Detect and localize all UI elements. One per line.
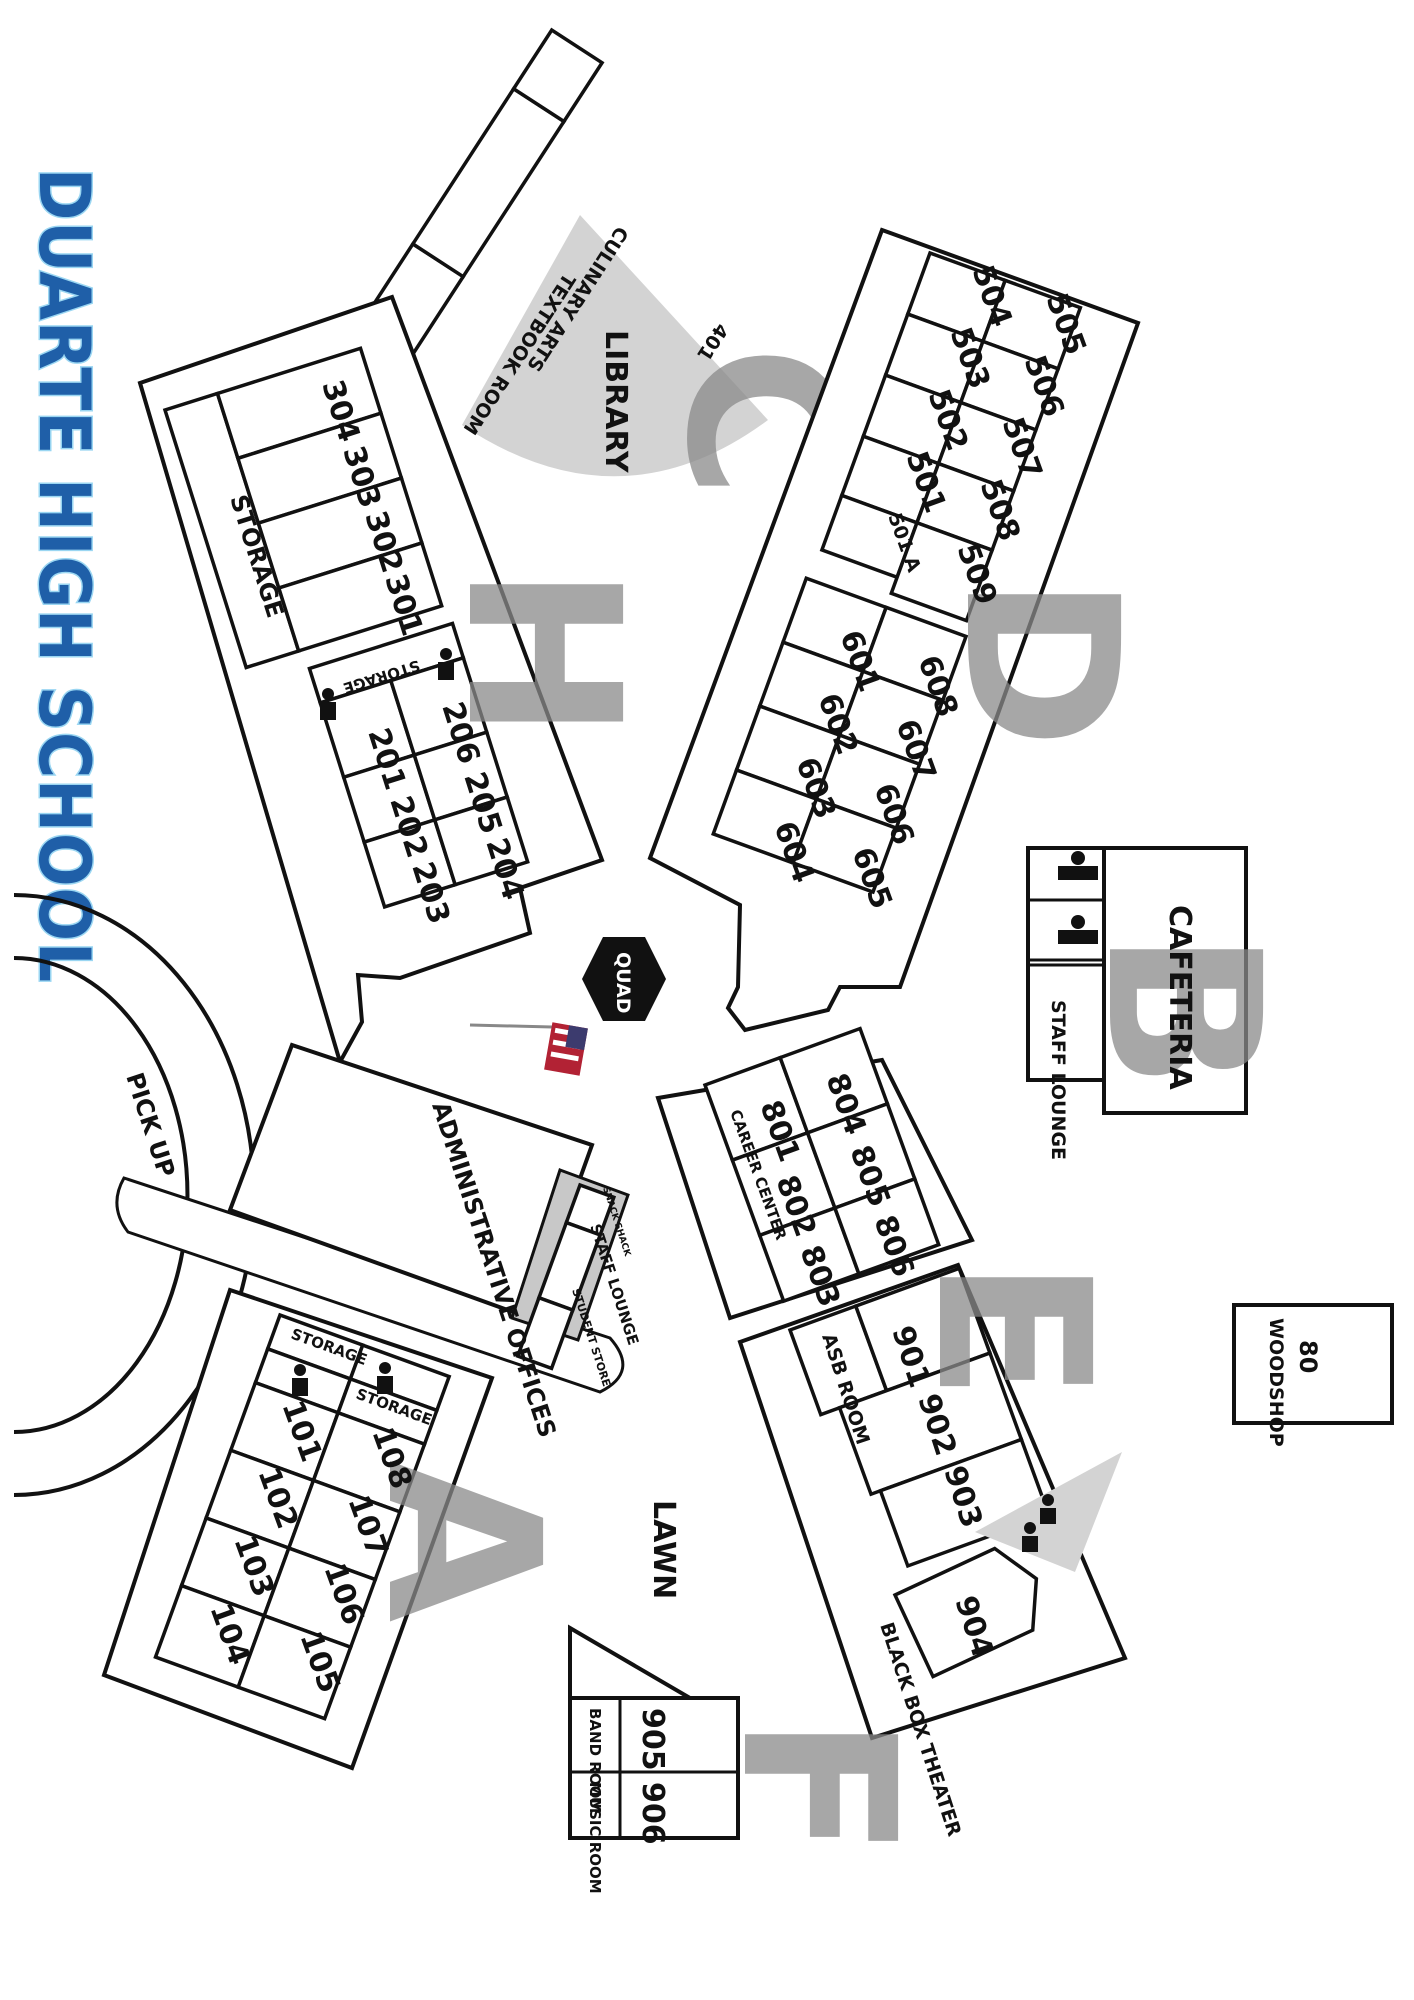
room-80-label: 80 <box>1294 1340 1322 1373</box>
culinary-arts-room[interactable] <box>410 86 567 280</box>
drop-off-lane <box>115 1176 625 1394</box>
career-building[interactable]: 801 CAREER CENTER 804 802 805 803 806 <box>655 1026 975 1321</box>
lawn-label: LAWN <box>646 1500 681 1599</box>
flag-icon <box>469 1022 588 1076</box>
restroom-icon-b <box>1058 851 1098 944</box>
school-title: DUARTE HIGH SCHOOL <box>23 168 105 983</box>
quad-label: QUAD <box>612 952 634 1013</box>
woodshop-building[interactable]: 80 WOODSHOP <box>1232 1303 1394 1447</box>
wing-h-letter: H <box>420 565 665 741</box>
wing-f-letter: F <box>695 1715 940 1858</box>
room-806[interactable] <box>832 1176 941 1277</box>
restroom-icon <box>320 648 454 720</box>
student-store[interactable] <box>515 1295 576 1371</box>
restroom-icon-a <box>292 1362 393 1396</box>
cafeteria-label: CAFETERIA <box>1162 905 1197 1090</box>
room-204[interactable] <box>432 794 530 887</box>
library-fan <box>462 215 768 477</box>
pickup-label: PICK UP <box>120 1069 180 1181</box>
room-906-label: 906 <box>635 1782 670 1845</box>
staff-lounge-b-label: STAFF LOUNGE <box>1047 1000 1069 1160</box>
wing-e-letter: E <box>890 1258 1135 1401</box>
room-509[interactable] <box>889 520 995 623</box>
wing-f-building[interactable]: F 905 906 BAND ROOM MUSIC ROOM <box>568 1624 940 1894</box>
room-904[interactable] <box>892 1538 1055 1679</box>
room-105[interactable] <box>235 1613 353 1721</box>
wing-d-letter: D <box>918 575 1163 749</box>
music-room-label: MUSIC ROOM <box>586 1782 604 1894</box>
room-905-label: 905 <box>635 1708 670 1771</box>
library-label: LIBRARY <box>598 330 633 474</box>
wing-a-building[interactable]: A STORAGE STORAGE 101 108 102 107 103 10… <box>101 1287 585 1771</box>
room-903[interactable] <box>878 1437 1051 1569</box>
restroom-icon-e <box>1022 1494 1056 1552</box>
room-605[interactable] <box>790 796 899 895</box>
wing-h-building[interactable]: H STORAGE 304 303 302 301 STORAGE 201 20… <box>137 294 665 1068</box>
wing-d-building[interactable]: D 504 505 503 506 502 507 501 508 501 A … <box>647 227 1163 1033</box>
room-301[interactable] <box>276 540 444 654</box>
wing-a-letter: A <box>340 1460 585 1623</box>
quad[interactable]: QUAD <box>582 937 666 1021</box>
band-room-label: BAND ROOM <box>586 1708 604 1813</box>
cafeteria-building[interactable]: B CAFETERIA STAFF LOUNGE <box>1026 846 1305 1160</box>
woodshop-label: WOODSHOP <box>1265 1318 1287 1447</box>
room-401[interactable] <box>511 27 605 124</box>
wing-b-letter: B <box>1060 930 1305 1090</box>
